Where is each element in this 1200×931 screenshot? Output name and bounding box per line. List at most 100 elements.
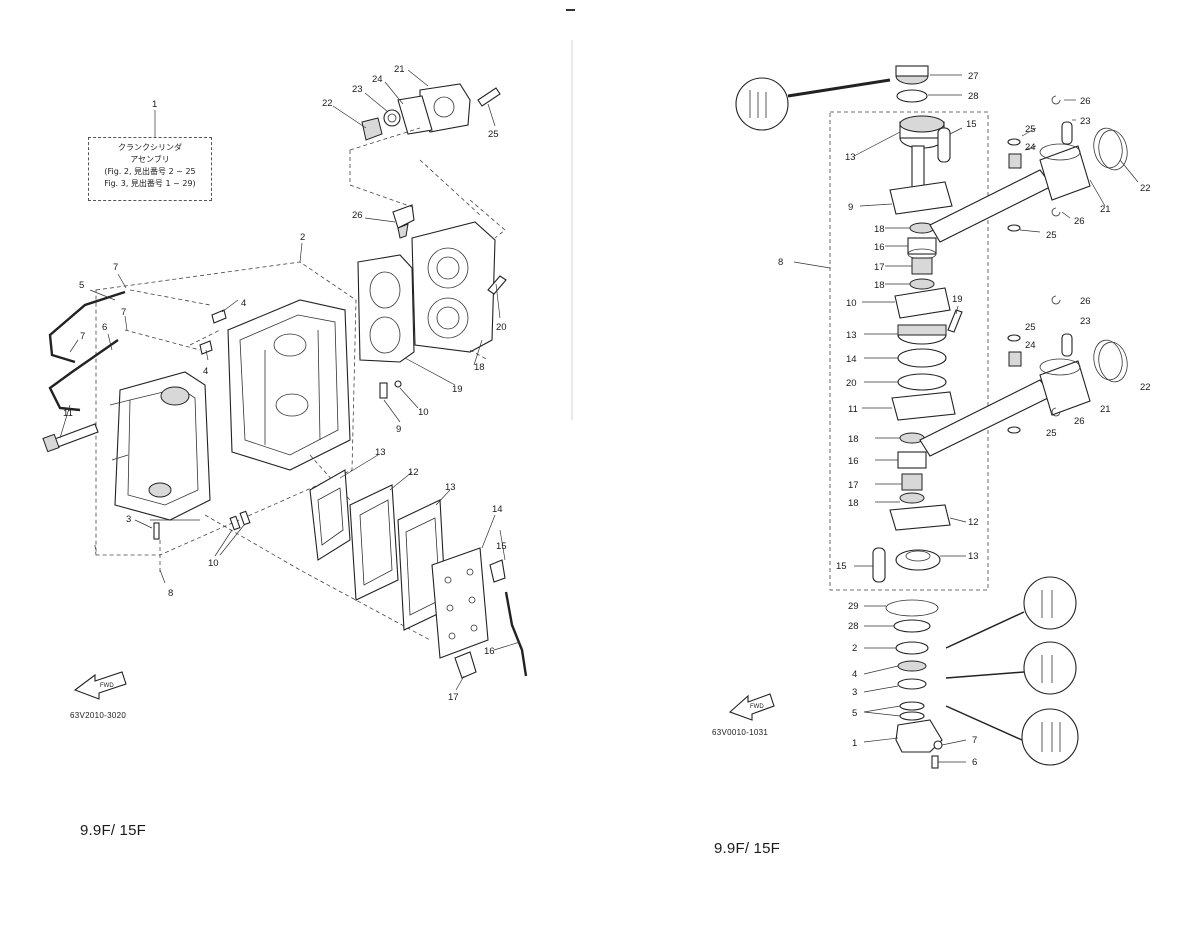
part-label: 28: [848, 621, 859, 632]
inset-pointer: [787, 78, 891, 98]
hose-16: [504, 591, 528, 677]
bearing-13-body: [897, 324, 947, 336]
part-label: 7: [972, 735, 977, 746]
clip-8: [379, 382, 388, 399]
leader-lines: [59, 69, 521, 691]
part-label: 7: [113, 262, 118, 273]
assembly-path: [349, 127, 506, 239]
casting-detail: [264, 329, 321, 445]
part-label: 5: [852, 708, 857, 719]
crank-web-11: [891, 391, 956, 421]
part-label: 6: [972, 757, 977, 768]
piston-ring: [1098, 341, 1128, 383]
part-label: 20: [496, 322, 507, 333]
piston-crown: [1039, 358, 1081, 376]
part-label: 20: [846, 378, 857, 389]
crank-pin-17: [901, 473, 923, 491]
callout-line-2: アセンブリ: [130, 155, 170, 164]
fwd-arrow-icon: FWD: [73, 671, 127, 700]
part-label: 18: [874, 224, 885, 235]
seal-detail: [749, 90, 767, 118]
pin-15: [872, 547, 886, 583]
combustion-chamber-inner: [436, 306, 460, 330]
small-end-bearing-24: [1008, 153, 1022, 169]
pin-19: [947, 309, 963, 333]
hose-5: [48, 290, 126, 364]
bearing-13: [895, 549, 941, 571]
fwd-label: FWD: [750, 704, 764, 710]
needle-bearing-16: [897, 451, 927, 469]
bolt-11: [51, 423, 99, 449]
part-label: 21: [394, 64, 405, 75]
inset-pointer: [945, 671, 1025, 679]
part-label: 29: [848, 601, 859, 612]
part-label: 26: [1074, 216, 1085, 227]
washer-18: [899, 492, 925, 504]
model-label: 9.9F/ 15F: [714, 840, 780, 857]
washer-25: [1007, 138, 1021, 146]
part-label: 15: [966, 119, 977, 130]
piston-ring: [1093, 127, 1123, 169]
seal-detail-inset: [735, 77, 789, 131]
part-label: 22: [1140, 382, 1151, 393]
circlip-26: [1051, 207, 1061, 217]
dowel-10: [229, 515, 241, 531]
part-label: 17: [874, 262, 885, 273]
head-gasket: [357, 254, 415, 363]
seal-3: [897, 678, 927, 690]
gasket-detail: [317, 487, 344, 546]
housing-1: [895, 719, 943, 753]
bolt-17: [454, 651, 477, 679]
combustion-chamber: [427, 247, 469, 289]
seal-detail: [1041, 722, 1061, 752]
fwd-label: FWD: [100, 683, 114, 689]
inset-pointer: [945, 611, 1025, 649]
part-label: 24: [1025, 340, 1036, 351]
part-label: 25: [1025, 124, 1036, 135]
needle-bearing-16: [907, 237, 937, 255]
crankshaft-assembly-boundary: [829, 111, 989, 591]
bolt-20: [487, 275, 507, 295]
spark-plug-tip: [397, 223, 409, 239]
part-label: 24: [1025, 142, 1036, 153]
figure-code: 63V2010-3020: [70, 711, 127, 720]
part-label: 17: [448, 692, 459, 703]
part-label: 22: [322, 98, 333, 109]
assembly-callout-box: クランクシリンダ アセンブリ (Fig. 2, 見出番号 2 ~ 25 Fig.…: [88, 137, 212, 201]
part-label: 19: [952, 294, 963, 305]
right-page-diagram: 27 28 26 25 23 24 22 15 13 9 21 26 25 8 …: [600, 0, 1200, 931]
crankshaft-piston-exploded-view: 27 28 26 25 23 24 22 15 13 9 21 26 25 8 …: [728, 65, 1151, 769]
part-label: 8: [778, 257, 783, 268]
callout-line-4: Fig. 3, 見出番号 1 ~ 29): [104, 179, 196, 188]
part-label: 12: [968, 517, 979, 528]
cover-holes: [444, 568, 478, 640]
oil-seal-27-body: [895, 65, 929, 77]
part-label: 21: [1100, 404, 1111, 415]
bolt-6: [931, 755, 939, 769]
part-label: 25: [1025, 322, 1036, 333]
part-label: 7: [121, 307, 126, 318]
seal-detail-inset: [1023, 576, 1077, 630]
washer-25: [1007, 426, 1021, 434]
part-label: 15: [496, 541, 507, 552]
circlip-26: [1051, 295, 1061, 305]
part-label: 18: [474, 362, 485, 373]
cover-gasket: [397, 95, 433, 135]
ring-28: [893, 619, 931, 633]
part-label: 13: [845, 152, 856, 163]
part-label: 12: [408, 467, 419, 478]
thermostat-inner: [387, 113, 397, 123]
model-label: 9.9F/ 15F: [80, 822, 146, 839]
part-label: 23: [1080, 116, 1091, 127]
part-label: 1: [152, 99, 157, 110]
seal-2: [895, 641, 929, 655]
bearing-seat: [160, 386, 190, 406]
part-label: 1: [852, 738, 857, 749]
part-label: 2: [852, 643, 857, 654]
part-label: 4: [241, 298, 246, 309]
fitting-15: [489, 559, 506, 583]
washer-25: [1007, 224, 1021, 232]
piston-pin-23: [1061, 121, 1073, 145]
seal-detail: [1041, 655, 1053, 683]
part-label: 13: [968, 551, 979, 562]
